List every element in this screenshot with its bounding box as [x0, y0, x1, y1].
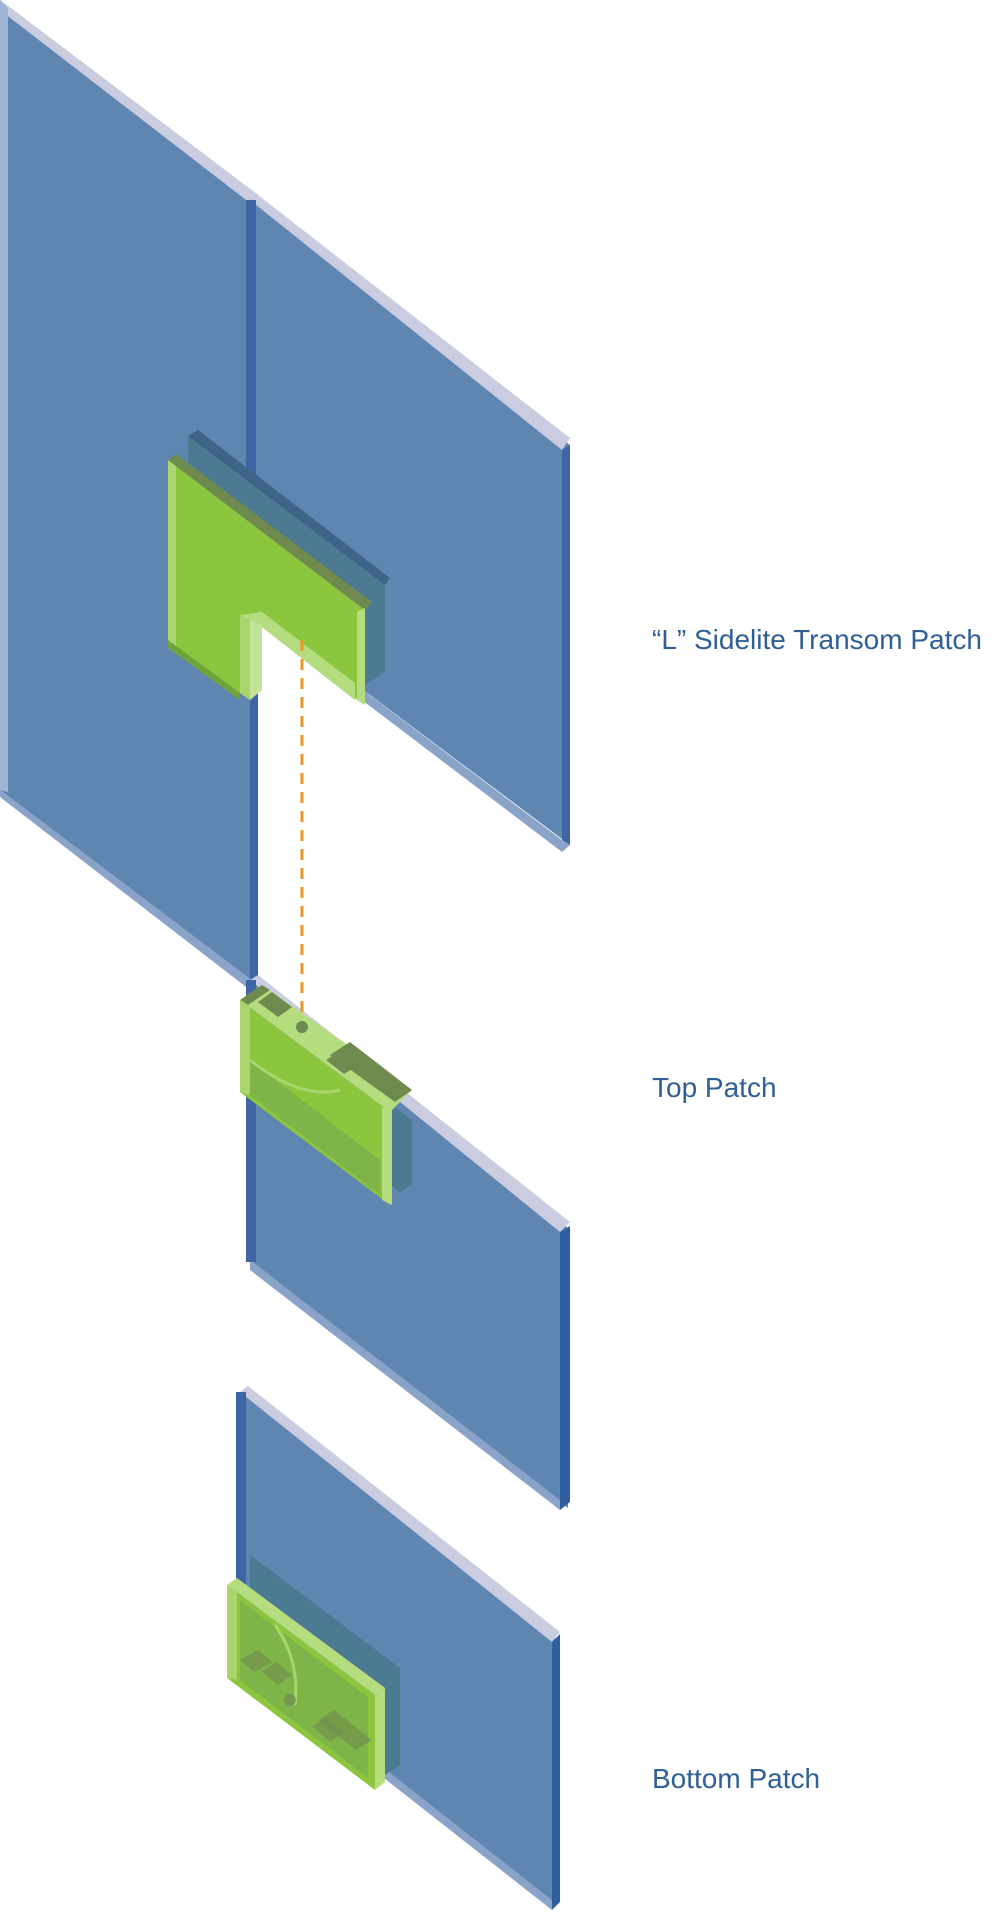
bottom-patch	[227, 1555, 400, 1790]
top-patch-label: Top Patch	[652, 1072, 777, 1103]
bottom-patch-label: Bottom Patch	[652, 1763, 821, 1794]
l-sidelite-transom-patch	[168, 430, 390, 705]
top-patch	[240, 985, 412, 1205]
l-sidelite-transom-patch-label: “L” Sidelite Transom Patch	[652, 624, 982, 655]
sidelite-glass-panel	[0, 0, 258, 990]
